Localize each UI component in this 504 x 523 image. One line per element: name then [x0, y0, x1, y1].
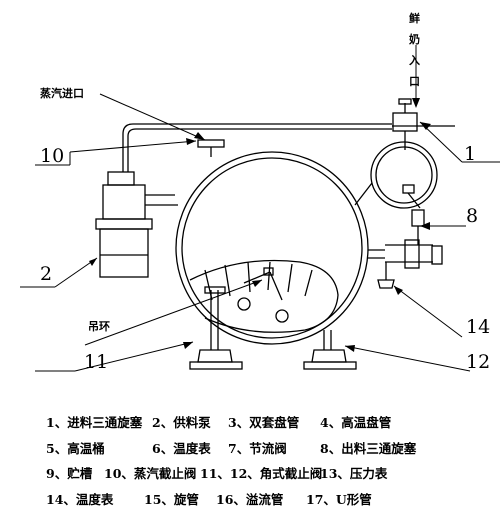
callout-14: 14 — [466, 316, 490, 338]
milk-inlet-char: 奶 — [409, 32, 420, 46]
left-leg — [189, 286, 243, 370]
feed-pump — [95, 171, 178, 278]
right-leg — [303, 330, 357, 370]
coil-hatch — [204, 261, 313, 301]
callout-1: 1 — [464, 143, 476, 165]
thermometer-small — [402, 184, 415, 194]
milk-inlet-char: 鲜 — [409, 11, 420, 25]
main-tank — [175, 151, 369, 345]
float-ball-left — [237, 297, 251, 311]
main-tank-inner — [181, 157, 363, 339]
callout-11: 11 — [84, 351, 108, 373]
milk-inlet-label: 鲜 奶 入 口 — [409, 11, 420, 88]
steam-pipe — [122, 123, 392, 172]
outlet-three-way-cock — [411, 209, 425, 227]
milk-inlet-char: 口 — [409, 75, 420, 88]
callout-12: 12 — [466, 351, 490, 373]
hanging-ring-label: 吊环 — [88, 320, 110, 333]
steam-valve — [197, 139, 225, 148]
high-temp-tank — [370, 141, 438, 209]
cutaway-window — [189, 259, 339, 333]
float-ball-right — [275, 309, 289, 323]
inlet-three-way-cock — [392, 112, 418, 132]
milk-inlet-char: 入 — [409, 54, 420, 67]
steam-inlet-label: 蒸汽进口 — [40, 86, 84, 100]
callout-8: 8 — [466, 205, 478, 227]
callout-2: 2 — [40, 263, 52, 285]
thermometer-inside — [263, 267, 274, 276]
callout-10: 10 — [40, 145, 64, 167]
pressure-gauge — [377, 279, 395, 289]
